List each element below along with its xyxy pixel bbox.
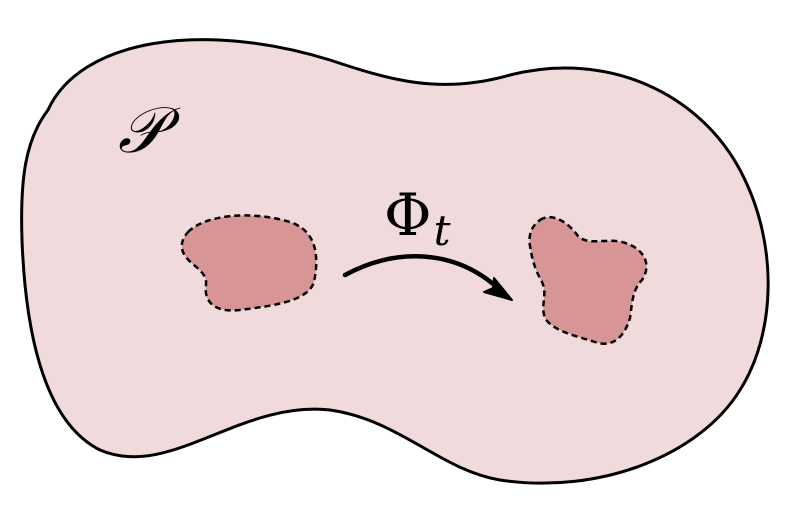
flow-arrow-head <box>483 277 513 301</box>
flow-arrow <box>342 254 503 293</box>
map-label-symbol: Φ <box>384 181 432 249</box>
map-label-subscript: t <box>434 206 451 255</box>
phase-space-region <box>20 38 770 485</box>
initial-region <box>180 214 318 312</box>
evolved-region <box>528 215 648 345</box>
map-label: Φt <box>384 181 451 255</box>
